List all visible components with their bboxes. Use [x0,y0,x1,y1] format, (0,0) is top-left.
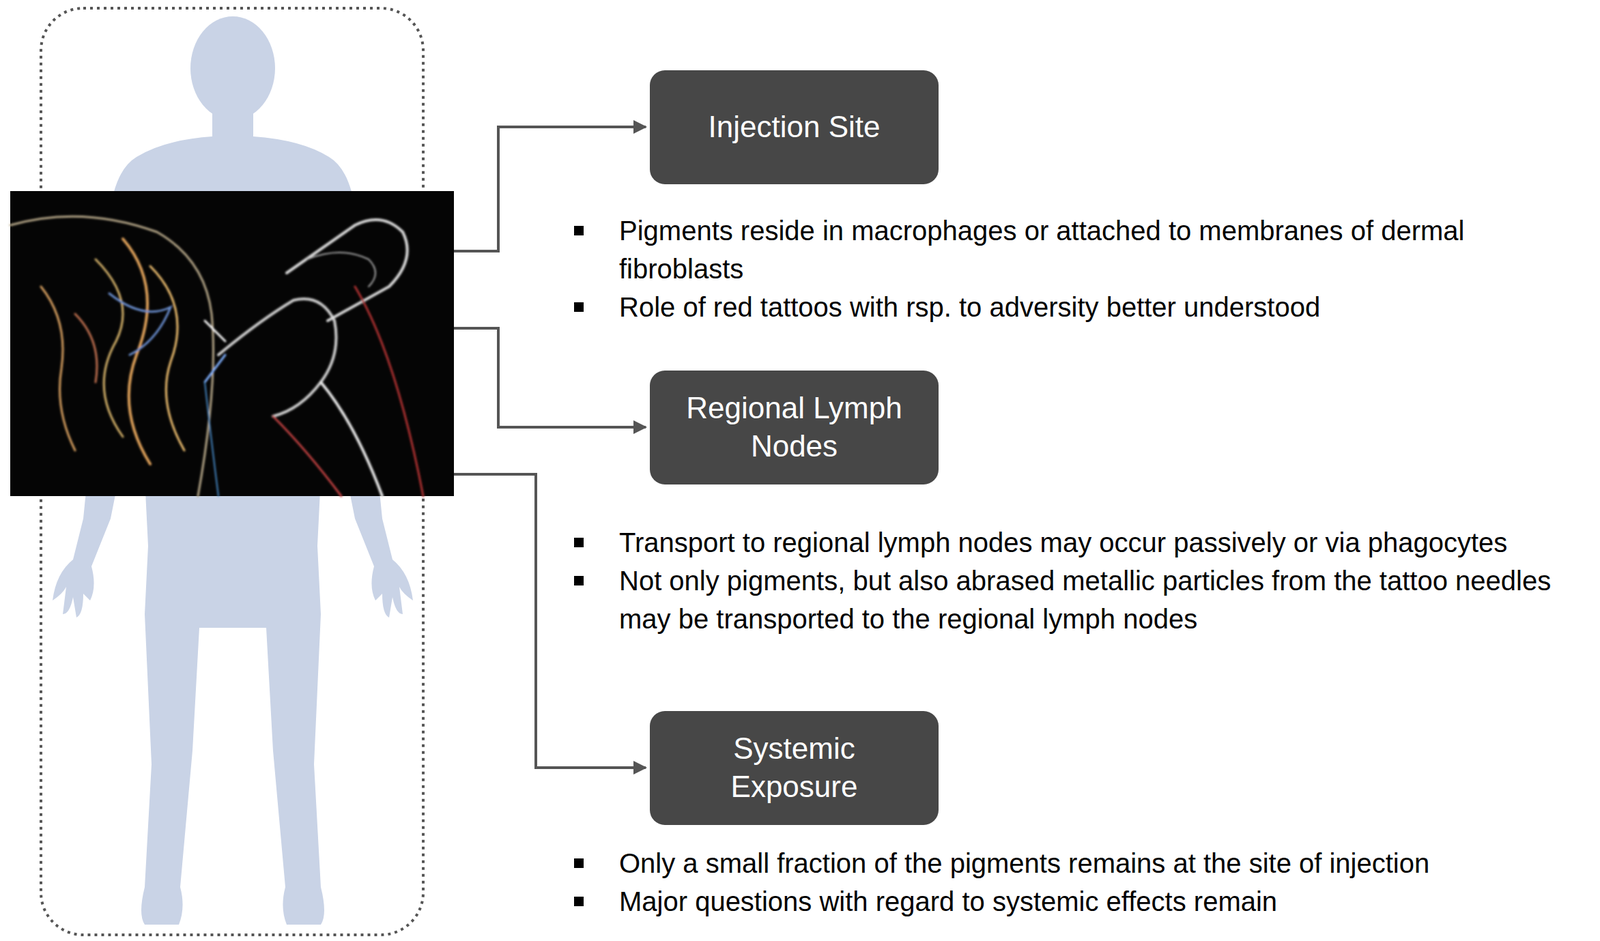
bullet-list: Transport to regional lymph nodes may oc… [619,523,1594,639]
box-title: Injection Site [708,107,881,147]
box-title: Systemic Exposure [673,729,916,807]
bullet-marker [574,537,584,548]
process-box: Regional Lymph Nodes [649,370,939,485]
bullet-marker [574,225,584,236]
bullet-marker [574,896,584,907]
note-text: Major questions with regard to systemic … [619,886,1278,917]
process-box: Systemic Exposure [649,711,939,826]
bullet-item: Transport to regional lymph nodes may oc… [619,523,1594,562]
leader-arrow [453,474,646,768]
bullet-item: Role of red tattoos with rsp. to adversi… [619,288,1594,327]
bullet-marker [574,858,584,869]
tattoo-photo [10,191,454,497]
note-text: Pigments reside in macrophages or attach… [619,215,1465,284]
leader-arrow [453,126,646,768]
note-text: Only a small fraction of the pigments re… [619,848,1430,879]
bullet-item: Major questions with regard to systemic … [619,882,1594,921]
bullet-list: Pigments reside in macrophages or attach… [619,211,1594,327]
bullet-list: Only a small fraction of the pigments re… [619,844,1594,921]
bullet-item: Pigments reside in macrophages or attach… [619,211,1594,289]
box-title: Regional Lymph Nodes [673,389,916,466]
leader-arrow [453,328,646,428]
bullet-marker [574,576,584,586]
note-text: Not only pigments, but also abrased meta… [619,565,1551,635]
note-text: Role of red tattoos with rsp. to adversi… [619,292,1321,323]
leader-arrow [453,126,646,252]
note-text: Transport to regional lymph nodes may oc… [619,527,1508,558]
bullet-item: Not only pigments, but also abrased meta… [619,561,1594,639]
process-box: Injection Site [649,70,939,185]
bullet-marker [574,302,584,312]
bullet-item: Only a small fraction of the pigments re… [619,844,1594,883]
